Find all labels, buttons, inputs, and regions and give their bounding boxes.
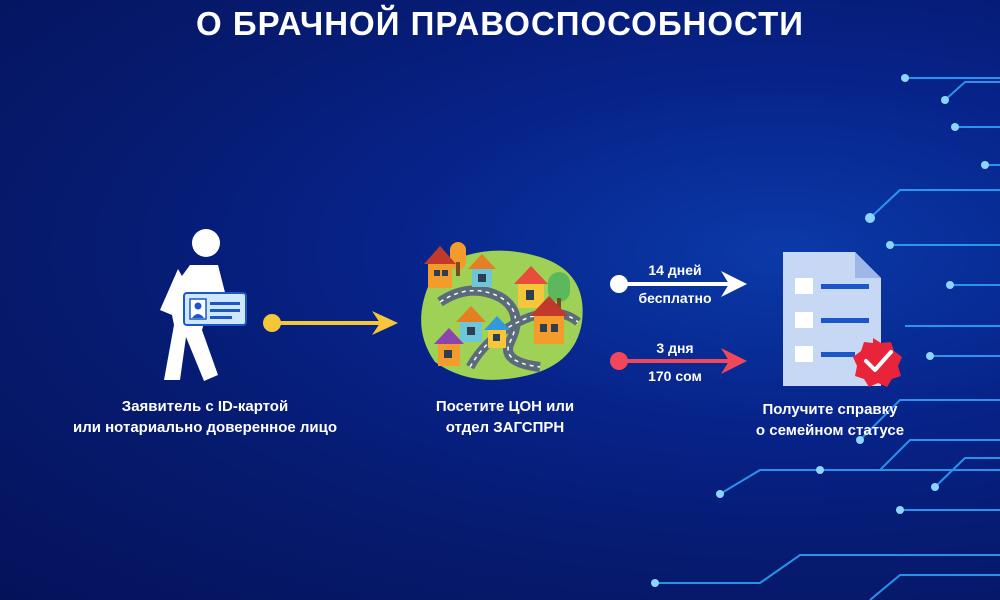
- arrow-standard: [610, 271, 747, 297]
- walking-person-icon: [160, 229, 247, 381]
- step-applicant-caption: Заявитель с ID-картой или нотариально до…: [72, 398, 338, 436]
- city-map-icon: [421, 242, 583, 380]
- document-checklist-icon: [783, 252, 902, 387]
- arrow-fast: [610, 348, 747, 374]
- id-card-icon: [183, 292, 247, 326]
- options-arrows: [610, 271, 747, 374]
- page-title: О БРАЧНОЙ ПРАВОСПОСОБНОСТИ: [196, 5, 804, 42]
- step-certificate-caption: Получите справку о семейном статусе: [755, 401, 905, 439]
- checkmark-badge-icon: [853, 338, 902, 387]
- step-office-caption: Посетите ЦОН или отдел ЗАГСПРН: [435, 398, 575, 436]
- standard-duration: 14 дней: [648, 262, 702, 278]
- standard-price: бесплатно: [638, 290, 712, 306]
- fast-price: 170 сом: [648, 368, 702, 384]
- arrow-to-office: [263, 311, 398, 335]
- fast-duration: 3 дня: [656, 340, 694, 356]
